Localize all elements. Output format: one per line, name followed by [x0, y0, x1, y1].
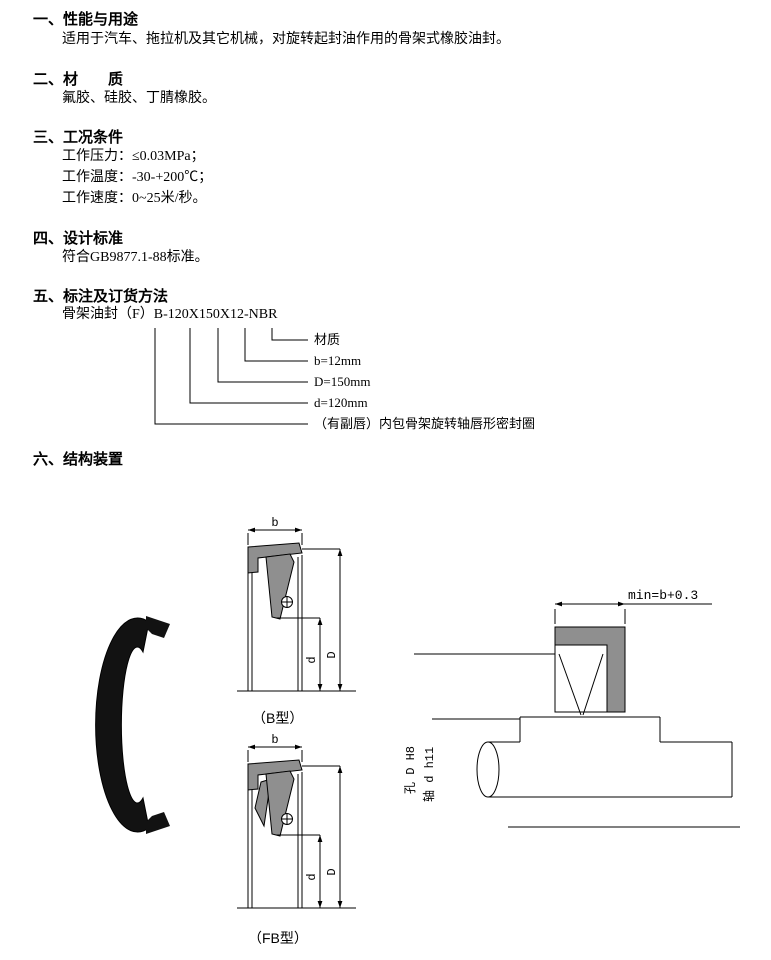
figures-area: b d D （B型）: [0, 470, 771, 960]
dim-d-label: d: [305, 656, 319, 663]
section2-heading: 二、材 质: [33, 71, 124, 88]
fb-type-caption: （FB型）: [248, 930, 308, 946]
hole-dim-label: 孔 D H8: [403, 746, 418, 794]
dim-b-label: b: [271, 733, 278, 747]
shaft-dim-label: 轴 d h11: [421, 747, 437, 802]
section3-temperature: 工作温度：-30-+200℃；: [62, 170, 213, 185]
b-type-diagram: b d D: [237, 516, 356, 692]
installation-diagram: min=b+0.3 孔 D H8 轴: [403, 588, 740, 828]
callout-d-label: d=120mm: [314, 395, 368, 410]
dim-d-label: d: [305, 873, 319, 880]
section2-body: 氟胶、硅胶、丁腈橡胶。: [62, 91, 216, 106]
ordering-callout-diagram: 材质 b=12mm D=150mm d=120mm （有副唇）内包骨架旋转轴唇形…: [154, 328, 535, 431]
section4-body: 符合GB9877.1-88标准。: [62, 250, 209, 265]
section6-heading: 六、结构装置: [33, 451, 124, 468]
b-type-caption: （B型）: [252, 710, 304, 726]
min-dim-label: min=b+0.3: [628, 588, 698, 603]
section4-heading: 四、设计标准: [33, 230, 124, 247]
section1-heading: 一、性能与用途: [33, 11, 139, 28]
dim-D-label: D: [325, 651, 339, 658]
callout-D-label: D=150mm: [314, 374, 370, 389]
section3-speed: 工作速度：0~25米/秒。: [62, 191, 207, 206]
section1-body: 适用于汽车、拖拉机及其它机械，对旋转起封油作用的骨架式橡胶油封。: [62, 32, 510, 47]
section3-heading: 三、工况条件: [33, 129, 124, 146]
callout-b-label: b=12mm: [314, 353, 361, 368]
section3-pressure: 工作压力：≤0.03MPa；: [62, 149, 205, 164]
callout-material-label: 材质: [314, 332, 340, 347]
section5-heading: 五、标注及订货方法: [33, 288, 169, 305]
dim-D-label: D: [325, 868, 339, 875]
callout-type-label: （有副唇）内包骨架旋转轴唇形密封圈: [314, 416, 535, 431]
fb-type-diagram: b d D: [237, 733, 356, 909]
seal-photo: [95, 616, 170, 834]
dim-b-label: b: [271, 516, 278, 530]
order-code: 骨架油封（F）B-120X150X12-NBR: [62, 307, 278, 322]
